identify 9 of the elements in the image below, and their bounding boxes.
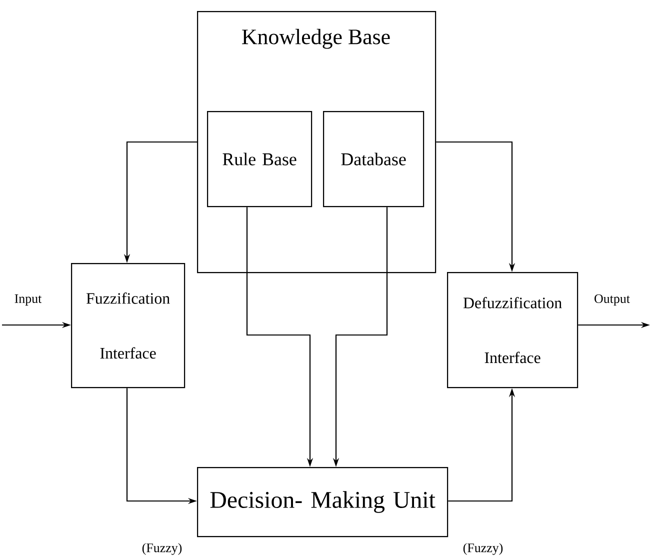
note-label: (Fuzzy): [142, 543, 182, 555]
process-box: Rule Base: [207, 111, 312, 208]
process-box: Database: [323, 111, 424, 208]
process-box: Decision- Making Unit: [197, 467, 448, 538]
process-box: Defuzzification Interface: [447, 272, 578, 388]
process-box: Fuzzification Interface: [71, 263, 186, 388]
note-label: (Fuzzy): [463, 543, 503, 555]
edge-label: Input: [14, 294, 42, 306]
edge-label: Output: [594, 294, 630, 306]
